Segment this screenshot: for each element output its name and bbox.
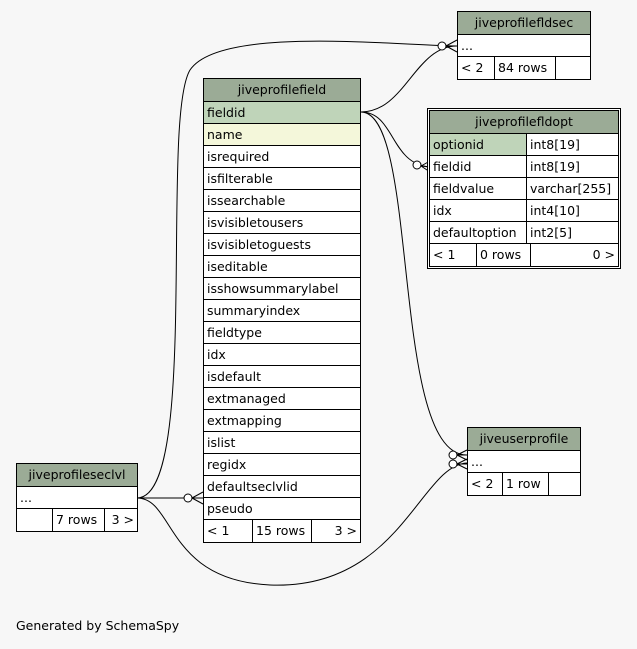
- column-type: int8[19]: [530, 137, 580, 152]
- table-stats: < 1 15 rows 3 >: [204, 520, 360, 542]
- row-count: 0 rows: [477, 244, 531, 266]
- optional-marker-icon: [183, 493, 193, 503]
- column-name: optionid: [430, 134, 527, 155]
- table-jiveuserprofile[interactable]: jiveuserprofile ... < 2 1 row: [467, 427, 581, 496]
- column-row: ...: [17, 487, 137, 509]
- table-stats: 7 rows 3 >: [17, 509, 137, 531]
- optional-marker-icon: [437, 41, 447, 51]
- column-row: ...: [468, 451, 580, 473]
- generated-by-footer: Generated by SchemaSpy: [16, 618, 180, 633]
- column-type: int2[5]: [530, 225, 572, 240]
- parents-count: < 1: [430, 244, 477, 266]
- column-row: isshowsummarylabel: [204, 278, 360, 300]
- edge-fieldid-to-fldsec: [360, 45, 458, 113]
- column-row: fieldtype: [204, 322, 360, 344]
- column-row: idx int4[10]: [430, 200, 618, 222]
- row-count: 7 rows: [53, 509, 105, 531]
- column-row: islist: [204, 432, 360, 454]
- edge-seclvl-to-userprofile: [136, 462, 468, 586]
- table-stats: < 1 0 rows 0 >: [430, 244, 618, 266]
- table-stats: < 2 84 rows: [458, 57, 590, 79]
- optional-marker-icon: [412, 160, 422, 170]
- column-row: isdefault: [204, 366, 360, 388]
- crowfoot-icon: [445, 39, 458, 53]
- column-row: ...: [458, 35, 590, 57]
- column-row: isvisibletoguests: [204, 234, 360, 256]
- column-type: int4[10]: [530, 203, 580, 218]
- children-count: 3 >: [334, 523, 357, 538]
- column-row: defaultseclvlid: [204, 476, 360, 498]
- column-name: fieldid: [430, 156, 527, 177]
- table-jiveprofilefield[interactable]: jiveprofilefield fieldid name isrequired…: [203, 78, 361, 543]
- column-row: iseditable: [204, 256, 360, 278]
- table-header[interactable]: jiveprofilefldsec: [458, 12, 590, 35]
- crowfoot-icon: [191, 491, 204, 505]
- column-row-pk: fieldid: [204, 102, 360, 124]
- row-count: 15 rows: [253, 520, 312, 542]
- parents-count: < 2: [458, 57, 495, 79]
- row-count: 84 rows: [495, 57, 556, 79]
- column-row: pseudo: [204, 498, 360, 520]
- optional-marker-icon: [448, 459, 458, 469]
- table-jiveprofileseclvl[interactable]: jiveprofileseclvl ... 7 rows 3 >: [16, 463, 138, 532]
- row-count: 1 row: [503, 473, 549, 495]
- column-row: optionid int8[19]: [430, 134, 618, 156]
- table-jiveprofilefldopt[interactable]: jiveprofilefldopt optionid int8[19] fiel…: [427, 108, 621, 269]
- table-header[interactable]: jiveprofileseclvl: [17, 464, 137, 487]
- parents-count: < 1: [204, 520, 253, 542]
- column-row: extmanaged: [204, 388, 360, 410]
- column-row: isrequired: [204, 146, 360, 168]
- column-row: regidx: [204, 454, 360, 476]
- column-row: isvisibletousers: [204, 212, 360, 234]
- column-name: idx: [430, 200, 527, 221]
- optional-marker-icon: [448, 450, 458, 460]
- column-row: fieldid int8[19]: [430, 156, 618, 178]
- table-header[interactable]: jiveprofilefldopt: [430, 111, 618, 134]
- column-row: summaryindex: [204, 300, 360, 322]
- table-stats: < 2 1 row: [468, 473, 580, 495]
- table-header[interactable]: jiveuserprofile: [468, 428, 580, 451]
- children-count: [549, 473, 580, 495]
- column-row: defaultoption int2[5]: [430, 222, 618, 244]
- column-name: fieldvalue: [430, 178, 527, 199]
- column-type: varchar[255]: [530, 181, 612, 196]
- edge-seclvl-to-fldsec: [136, 40, 458, 499]
- column-row: issearchable: [204, 190, 360, 212]
- edge-fieldid-to-fldopt: [360, 111, 431, 168]
- column-name: defaultoption: [430, 222, 527, 243]
- column-type: int8[19]: [530, 159, 580, 174]
- table-jiveprofilefldsec[interactable]: jiveprofilefldsec ... < 2 84 rows: [457, 11, 591, 80]
- parents-count: < 2: [468, 473, 503, 495]
- parents-count: [17, 509, 53, 531]
- column-row: fieldvalue varchar[255]: [430, 178, 618, 200]
- edge-fieldid-to-userprofile: [360, 111, 468, 456]
- crowfoot-icon: [456, 449, 468, 461]
- column-row-indexed: name: [204, 124, 360, 146]
- table-header[interactable]: jiveprofilefield: [204, 79, 360, 102]
- children-count: [556, 57, 590, 79]
- crowfoot-icon: [456, 458, 468, 470]
- column-row: idx: [204, 344, 360, 366]
- children-count: 3 >: [111, 512, 134, 527]
- column-row: extmapping: [204, 410, 360, 432]
- children-count: 0 >: [592, 247, 615, 262]
- column-row: isfilterable: [204, 168, 360, 190]
